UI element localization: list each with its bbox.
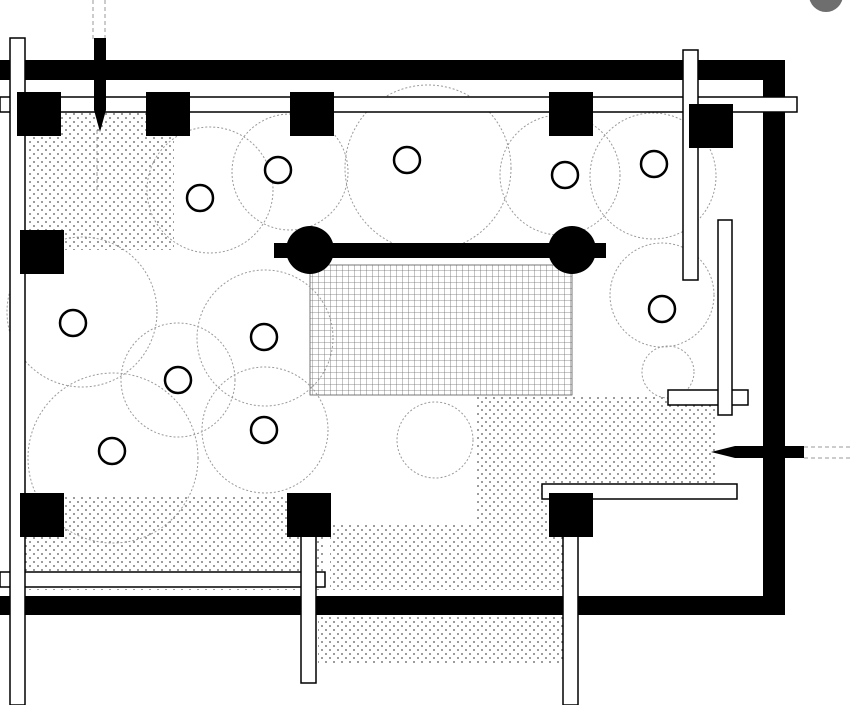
canopy [589, 112, 717, 240]
pillar [290, 92, 334, 136]
corner-badge [809, 0, 843, 12]
post-bottom-right [562, 514, 579, 705]
wall-top [0, 60, 785, 80]
canopy [146, 126, 274, 254]
post-left [9, 37, 26, 705]
canopy [120, 322, 236, 438]
pillar [287, 493, 331, 537]
trunk [263, 155, 293, 185]
stipple-area-outside-bottom [318, 608, 565, 664]
pillar [689, 104, 733, 148]
grid-paving [309, 264, 573, 396]
post-right-middle [717, 219, 733, 416]
wall-bottom [0, 596, 785, 615]
pillars [17, 92, 733, 537]
canopy [201, 366, 329, 494]
trunk [185, 183, 215, 213]
arrow-top [94, 38, 106, 132]
stipple-area-right [330, 395, 715, 590]
entrance-arrows [94, 38, 804, 458]
tree-trunks [58, 145, 677, 466]
bar-shaft [274, 243, 606, 258]
trunk [58, 308, 88, 338]
canopy [196, 269, 334, 407]
trunk [392, 145, 422, 175]
canopy [396, 401, 474, 479]
pillar [549, 493, 593, 537]
trunk [647, 294, 677, 324]
beam-right-stub [667, 389, 749, 406]
pillar [549, 92, 593, 136]
pillar [20, 493, 64, 537]
pillar [20, 230, 64, 274]
canopy [6, 236, 158, 388]
canopy [27, 372, 199, 544]
tree-canopies [6, 84, 717, 544]
outer-wall [0, 60, 785, 615]
trunk [639, 149, 669, 179]
posts [9, 37, 733, 705]
trunk [163, 365, 193, 395]
guide-lines [92, 0, 853, 459]
post-right-upper [682, 49, 699, 281]
trunk [249, 415, 279, 445]
trunk [97, 436, 127, 466]
trunk [550, 160, 580, 190]
canopy [499, 114, 621, 236]
bar-end-right [548, 226, 596, 274]
beam-bottom-left [0, 571, 326, 588]
central-bar [274, 226, 606, 274]
pillar [146, 92, 190, 136]
bar-end-left [286, 226, 334, 274]
canopy [609, 242, 715, 348]
arrow-right [711, 446, 804, 458]
trunk [249, 322, 279, 352]
canopy [344, 84, 512, 252]
wall-right [763, 60, 785, 615]
pillar [17, 92, 61, 136]
beam-top [0, 96, 798, 113]
post-bottom-center [300, 514, 317, 684]
